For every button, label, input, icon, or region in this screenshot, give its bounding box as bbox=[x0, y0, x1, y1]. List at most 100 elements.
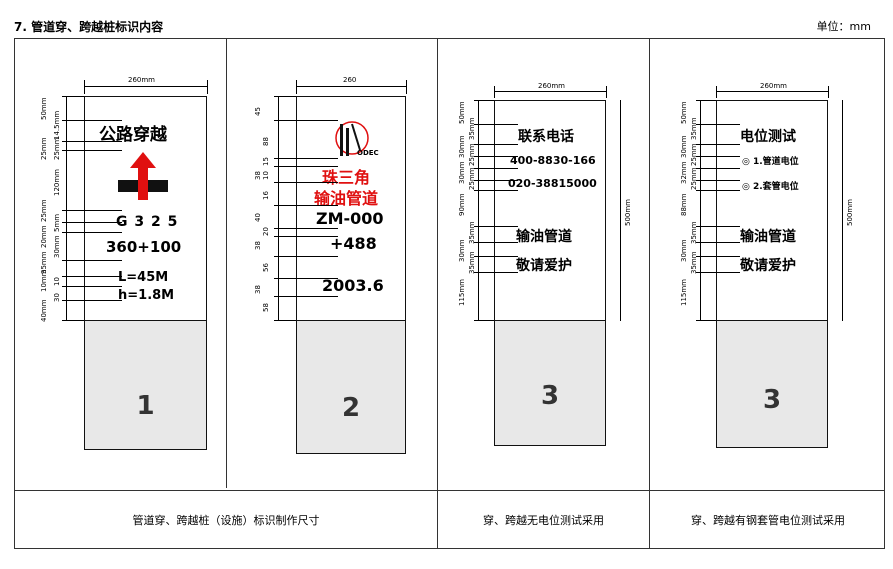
dimension-label: 10 bbox=[262, 171, 270, 180]
sign-board bbox=[296, 96, 406, 321]
dimension-tick bbox=[474, 272, 518, 273]
phone-title: 联系电话 bbox=[518, 129, 574, 145]
dimension-tick bbox=[696, 168, 740, 169]
panel-number: 3 bbox=[762, 385, 782, 415]
height-dimension-line bbox=[620, 100, 621, 321]
stake-number: 360+100 bbox=[106, 238, 182, 256]
column-divider bbox=[437, 39, 438, 548]
dimension-label: 20 bbox=[262, 227, 270, 236]
width-dimension: 260mm bbox=[760, 82, 787, 90]
dimension-tick bbox=[274, 205, 338, 206]
sign-line-1: 输油管道 bbox=[516, 229, 572, 245]
unit-label: 单位：mm bbox=[816, 20, 871, 33]
sign-line-2: 敬请爱护 bbox=[740, 258, 796, 274]
width-dimension: 260 bbox=[343, 76, 357, 84]
column-divider bbox=[226, 39, 227, 488]
dimension-tick bbox=[207, 80, 208, 94]
dimension-line bbox=[494, 91, 606, 92]
dimension-tick bbox=[696, 242, 740, 243]
dimension-label: 38 bbox=[254, 241, 262, 250]
panel-number: 3 bbox=[540, 381, 560, 411]
dimension-tick bbox=[474, 156, 518, 157]
dimension-tick bbox=[62, 260, 122, 261]
dimension-tick bbox=[274, 278, 338, 279]
sign-board bbox=[716, 100, 828, 321]
caption-divider bbox=[15, 490, 884, 491]
dimension-label: 30mm bbox=[680, 239, 688, 262]
dimension-tick bbox=[716, 86, 717, 98]
dimension-label: 58 bbox=[262, 303, 270, 312]
dimension-tick bbox=[62, 286, 122, 287]
dimension-tick bbox=[606, 86, 607, 98]
phone-number-2: 020-38815000 bbox=[508, 177, 597, 190]
width-dimension: 260mm bbox=[128, 76, 155, 84]
dimension-label: 38 bbox=[254, 285, 262, 294]
dimension-tick bbox=[474, 320, 494, 321]
dimension-tick bbox=[696, 180, 740, 181]
dimension-tick bbox=[62, 276, 122, 277]
dimension-tick bbox=[474, 124, 518, 125]
dimension-tick bbox=[474, 190, 518, 191]
sign-board bbox=[84, 96, 207, 321]
dimension-label: 50mm bbox=[458, 101, 466, 124]
dimension-tick bbox=[274, 256, 338, 257]
layout-frame: 管道穿、跨越桩（设施）标识制作尺寸 穿、跨越无电位测试采用 穿、跨越有钢套管电位… bbox=[14, 38, 885, 549]
sign-line-2: 敬请爱护 bbox=[516, 258, 572, 274]
dimension-tick bbox=[474, 168, 518, 169]
dimension-tick bbox=[494, 86, 495, 98]
dimension-tick bbox=[84, 80, 85, 94]
dimension-label: 35mm bbox=[468, 117, 476, 140]
dimension-label: 35mm bbox=[468, 251, 476, 274]
panel-number: 2 bbox=[341, 393, 361, 423]
dimension-tick bbox=[274, 182, 338, 183]
column-divider bbox=[649, 39, 650, 548]
dimension-label: 88 bbox=[262, 137, 270, 146]
dimension-tick bbox=[474, 100, 494, 101]
test-title: 电位测试 bbox=[740, 129, 796, 145]
dimension-tick bbox=[474, 242, 518, 243]
dimension-tick bbox=[474, 180, 518, 181]
dimension-label: 16 bbox=[262, 191, 270, 200]
post-base: 3 bbox=[716, 320, 828, 448]
dimension-tick bbox=[696, 190, 740, 191]
vertical-dimension-line bbox=[478, 100, 479, 321]
caption-with-casing: 穿、跨越有钢套管电位测试采用 bbox=[691, 514, 845, 527]
dimension-tick bbox=[696, 144, 740, 145]
dimension-tick bbox=[274, 296, 338, 297]
dimension-label: 38 bbox=[254, 171, 262, 180]
dimension-line bbox=[716, 91, 828, 92]
dimension-tick bbox=[696, 256, 740, 257]
dimension-label: 25mm bbox=[690, 143, 698, 166]
dimension-label: 25mm bbox=[690, 167, 698, 190]
dimension-label: 25mm bbox=[468, 167, 476, 190]
post-base: 1 bbox=[84, 320, 207, 450]
vertical-dimension-line bbox=[66, 96, 67, 321]
sign-line-2: 输油管道 bbox=[314, 189, 379, 208]
dimension-label: 115mm bbox=[458, 279, 466, 306]
height-dimension: 500mm bbox=[846, 199, 854, 226]
dimension-tick bbox=[62, 120, 122, 121]
dimension-tick bbox=[696, 124, 740, 125]
road-code: G 3 2 5 bbox=[116, 214, 179, 230]
width-dimension: 260mm bbox=[538, 82, 565, 90]
height-value: h=1.8M bbox=[118, 288, 175, 303]
dimension-label: 35mm bbox=[690, 221, 698, 244]
dimension-label: 35mm bbox=[690, 117, 698, 140]
dimension-tick bbox=[62, 141, 122, 142]
dimension-label: 35mm bbox=[468, 221, 476, 244]
dimension-tick bbox=[274, 166, 338, 167]
offset-value: +488 bbox=[330, 234, 377, 253]
dimension-label: 25mm bbox=[468, 143, 476, 166]
dimension-label: 30mm bbox=[458, 135, 466, 158]
dimension-label: 32mm bbox=[680, 161, 688, 184]
height-dimension: 500mm bbox=[624, 199, 632, 226]
vertical-dimension-line bbox=[700, 100, 701, 321]
dimension-tick bbox=[62, 232, 122, 233]
dimension-tick bbox=[62, 300, 122, 301]
dimension-label: 45 bbox=[254, 107, 262, 116]
dimension-line bbox=[84, 86, 207, 87]
dimension-tick bbox=[274, 236, 338, 237]
sign-title: 公路穿越 bbox=[99, 125, 167, 145]
dimension-tick bbox=[696, 156, 740, 157]
